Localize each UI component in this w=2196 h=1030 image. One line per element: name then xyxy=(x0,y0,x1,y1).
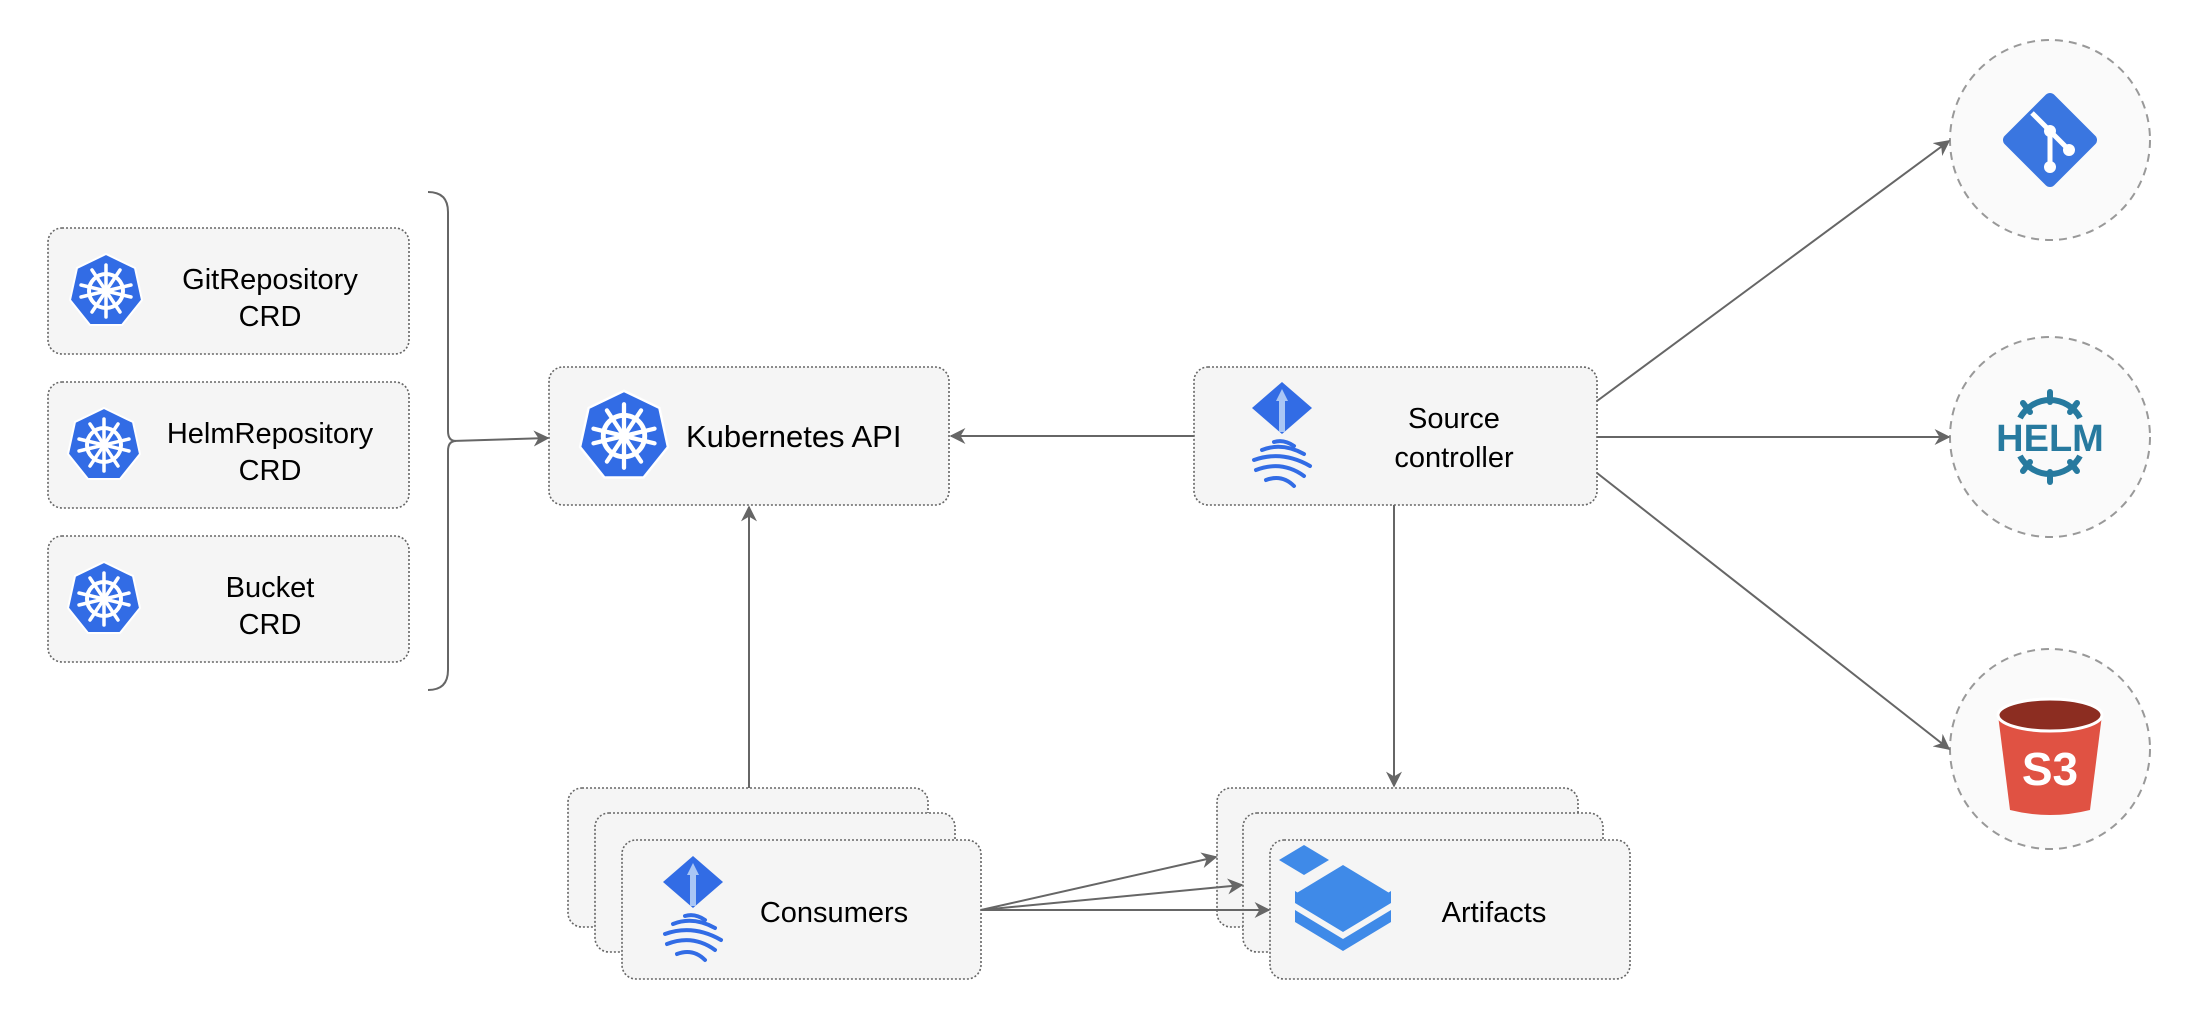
crd-label: Bucket xyxy=(226,572,315,604)
crd-helmrepository[interactable]: HelmRepository CRD xyxy=(47,381,410,509)
crd-bucket[interactable]: Bucket CRD xyxy=(47,535,410,663)
source-controller-node[interactable]: Source controller xyxy=(1193,366,1598,506)
helm-source: HELM xyxy=(1949,336,2151,538)
crd-sublabel: CRD xyxy=(239,609,302,641)
edge-crds-to-api xyxy=(451,430,550,447)
crd-label: HelmRepository xyxy=(167,418,374,450)
artifacts-node[interactable]: Artifacts xyxy=(1216,787,1631,980)
crd-group-brace xyxy=(427,191,457,691)
s3-source: S3 xyxy=(1949,648,2151,850)
svg-text:HELM: HELM xyxy=(1996,418,2104,460)
kubernetes-api-label: Kubernetes API xyxy=(686,419,901,454)
kubernetes-api-node[interactable]: Kubernetes API xyxy=(548,366,950,506)
crd-gitrepository[interactable]: GitRepository CRD xyxy=(47,227,410,355)
layers-icon xyxy=(1279,845,1391,951)
consumers-node[interactable]: Consumers xyxy=(567,787,982,980)
crd-sublabel: CRD xyxy=(239,455,302,487)
svg-text:S3: S3 xyxy=(2022,743,2078,795)
source-controller-sublabel: controller xyxy=(1394,442,1514,474)
git-source xyxy=(1949,39,2151,241)
edge-controller-to-s3 xyxy=(1596,472,1951,750)
consumers-label: Consumers xyxy=(760,897,908,929)
edge-consumers-to-artifacts xyxy=(980,878,1244,911)
artifacts-label: Artifacts xyxy=(1442,897,1547,929)
crd-label: GitRepository xyxy=(182,264,358,296)
edge-consumers-to-artifacts xyxy=(980,852,1218,911)
s3-icon: S3 xyxy=(1996,697,2104,815)
source-controller-label: Source xyxy=(1408,403,1500,435)
helm-icon: HELM xyxy=(1996,389,2104,485)
git-icon xyxy=(2002,92,2098,188)
crd-sublabel: CRD xyxy=(239,301,302,333)
edge-controller-to-git xyxy=(1596,140,1951,402)
